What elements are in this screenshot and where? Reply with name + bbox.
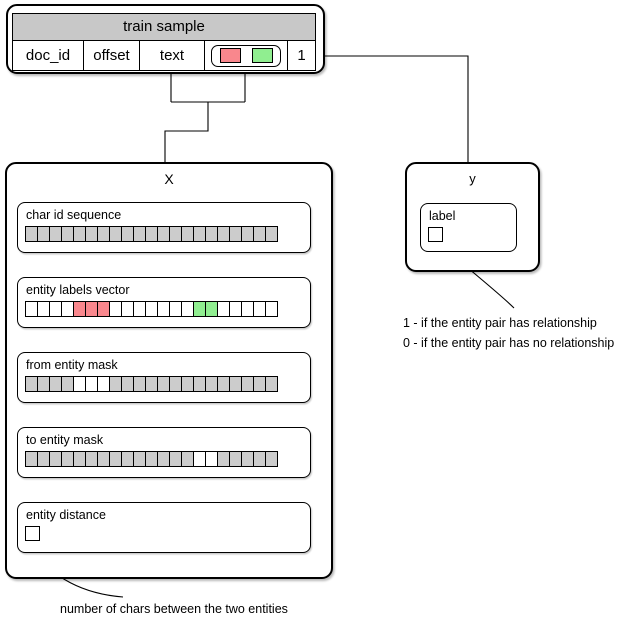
from-entity-mask-label: from entity mask (26, 358, 118, 372)
from-entity-mask-box: from entity mask (17, 352, 311, 403)
entity-distance-label: entity distance (26, 508, 106, 522)
y-panel-title: y (469, 171, 476, 186)
to-entity-mask-box: to entity mask (17, 427, 311, 478)
char-id-sequence-label: char id sequence (26, 208, 122, 222)
cell-label-value: 1 (297, 47, 306, 64)
x-panel-title: X (164, 171, 174, 187)
cell-text: text (140, 41, 205, 70)
train-sample-table: train sample doc_id offset text 1 (12, 13, 316, 71)
train-sample-title: train sample (13, 14, 315, 41)
vector-cell-gray (265, 451, 278, 467)
char-id-sequence-cells (25, 226, 278, 242)
vector-cell-white (428, 227, 443, 242)
entity-labels-vector-cells (25, 301, 278, 317)
to-entity-mask-cells (25, 451, 278, 467)
to-entity-swatch (251, 48, 273, 63)
y-annotation-line1: 1 - if the entity pair has relationship (403, 316, 597, 330)
entity-pair-pill (211, 44, 281, 67)
entity-labels-vector-label: entity labels vector (26, 283, 130, 297)
cell-offset: offset (84, 41, 140, 70)
cell-entity-pair (205, 41, 288, 70)
y-annotation-line2: 0 - if the entity pair has no relationsh… (403, 336, 615, 350)
label-box-label: label (429, 209, 456, 223)
label-cell (428, 227, 443, 242)
x-annotation: number of chars between the two entities (60, 602, 288, 616)
entity-distance-box: entity distance (17, 502, 311, 553)
char-id-sequence-box: char id sequence (17, 202, 311, 253)
y-annotation: 1 - if the entity pair has relationship … (403, 313, 614, 353)
to-entity-mask-label: to entity mask (26, 433, 104, 447)
vector-cell-white (25, 526, 40, 541)
train-sample-row: doc_id offset text 1 (13, 41, 315, 70)
vector-cell-gray (265, 226, 278, 242)
x-panel: X char id sequence entity labels vector … (5, 162, 333, 579)
vector-cell-gray (265, 376, 278, 392)
entity-distance-cell (25, 526, 40, 541)
connector-train-to-x (164, 73, 246, 162)
y-panel: y label (405, 162, 540, 272)
label-box: label (420, 203, 517, 252)
train-sample-box: train sample doc_id offset text 1 (6, 4, 325, 74)
entity-labels-vector-box: entity labels vector (17, 277, 311, 328)
cell-doc-id: doc_id (13, 41, 84, 70)
vector-cell-white (265, 301, 278, 317)
from-entity-mask-cells (25, 376, 278, 392)
from-entity-swatch (219, 48, 241, 63)
connector-train-to-y (320, 55, 469, 162)
